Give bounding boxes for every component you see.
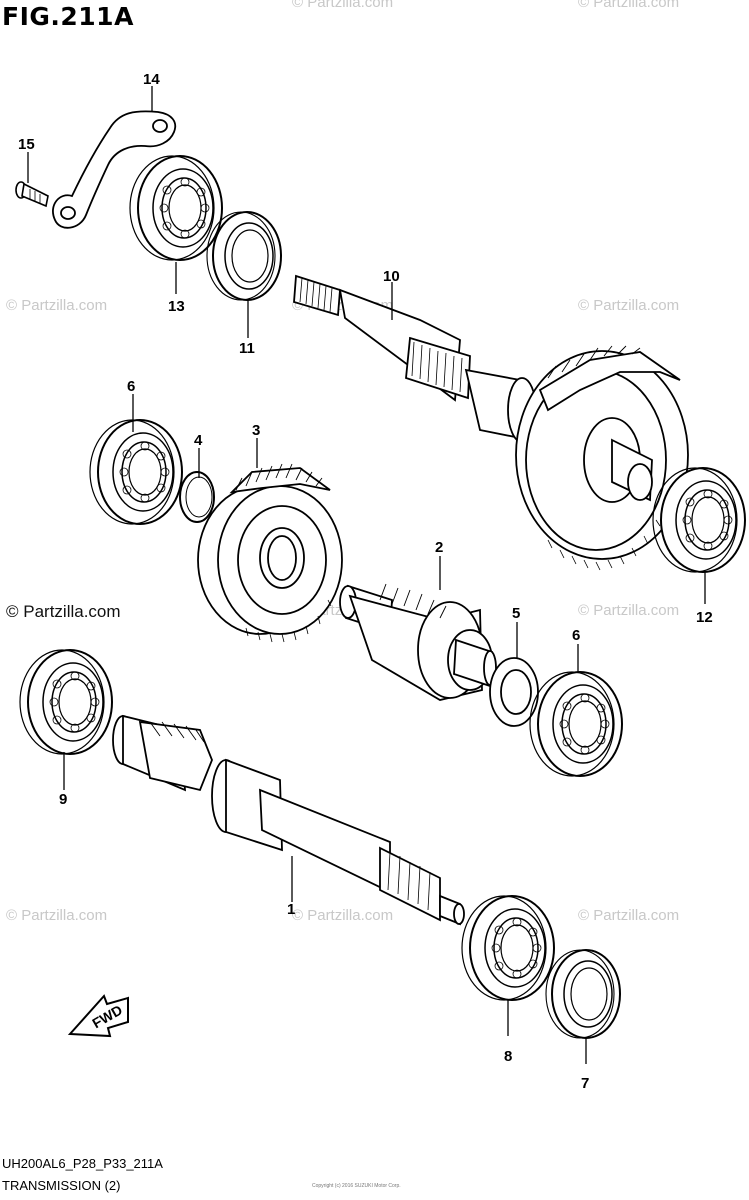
watermark: © Partzilla.com	[578, 907, 680, 924]
watermark: © Partzilla.com	[292, 907, 394, 924]
callout-15: 15	[18, 136, 35, 153]
callout-8: 8	[504, 1048, 512, 1065]
shaft-part-10	[293, 274, 689, 560]
fwd-arrow-icon: FWD	[67, 994, 129, 1038]
callout-3: 3	[252, 422, 260, 439]
stopper-plate-part-14	[52, 110, 177, 229]
callout-14: 14	[143, 71, 160, 88]
watermark: © Partzilla.com	[6, 907, 108, 924]
washer-part-5	[489, 657, 539, 727]
watermark: © Partzilla.com	[6, 602, 121, 621]
watermark: © Partzilla.com	[578, 0, 680, 11]
callout-6-lower: 6	[572, 627, 580, 644]
callout-7: 7	[581, 1075, 589, 1092]
watermark: © Partzilla.com	[578, 297, 680, 314]
watermark: © Partzilla.com	[6, 297, 108, 314]
watermark: © Partzilla.com	[292, 0, 394, 11]
gear-part-3	[197, 463, 343, 635]
gear-part-2	[339, 583, 497, 701]
watermark: © Partzilla.com	[578, 602, 680, 619]
figure-title: FIG.211A	[2, 2, 134, 31]
callout-6-upper: 6	[127, 378, 135, 395]
section-name: TRANSMISSION (2)	[2, 1178, 121, 1193]
circlip-part-4	[179, 471, 215, 523]
callout-13: 13	[168, 298, 185, 315]
callout-4: 4	[194, 432, 203, 449]
callout-12: 12	[696, 609, 713, 626]
copyright-footer: Copyright (c) 2016 SUZUKI Motor Corp.	[312, 1183, 401, 1189]
callout-9: 9	[59, 791, 67, 808]
screw-part-15	[15, 181, 49, 208]
callout-1: 1	[287, 901, 295, 918]
callout-2: 2	[435, 539, 443, 556]
callout-5: 5	[512, 605, 520, 622]
callout-11: 11	[239, 340, 255, 357]
shaft-part-1	[112, 714, 465, 926]
model-code: UH200AL6_P28_P33_211A	[2, 1156, 163, 1171]
callout-10: 10	[383, 268, 400, 285]
